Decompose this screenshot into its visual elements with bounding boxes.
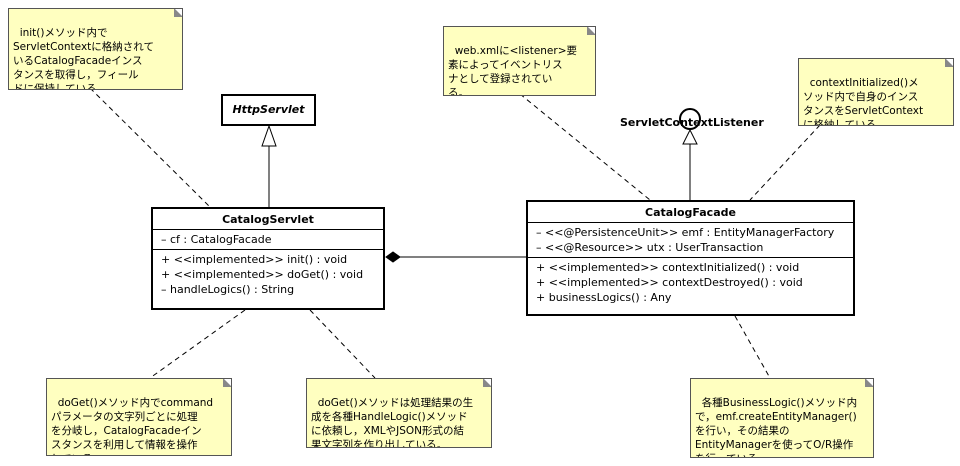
operation-row: + <<implemented>> contextInitialized() :…	[536, 261, 800, 274]
catalog-servlet-attributes: – cf : CatalogFacade	[153, 230, 383, 250]
operation-row: + <<implemented>> init() : void	[161, 253, 348, 266]
anchor-listener-note	[519, 93, 651, 201]
anchor-doget1-note	[149, 309, 246, 379]
note-fold-icon	[865, 379, 873, 387]
note-business: 各種BusinessLogic()メソッド内 で，emf.createEntit…	[690, 378, 874, 458]
anchor-doget2-note	[309, 309, 376, 379]
catalog-facade-attributes: – <<@PersistenceUnit>> emf : EntityManag…	[528, 223, 853, 258]
catalog-facade-name: CatalogFacade	[528, 202, 853, 223]
note-context: contextInitialized()メ ソッド内で自身のインス タンスをSe…	[798, 58, 954, 126]
operation-row: + businessLogics() : Any	[536, 291, 672, 304]
interface-label: ServletContextListener	[620, 116, 764, 129]
catalog-servlet-name: CatalogServlet	[153, 209, 383, 230]
attribute-row: – cf : CatalogFacade	[161, 233, 272, 246]
note-fold-icon	[945, 59, 953, 67]
generalization-arrow	[261, 124, 277, 147]
note-listener: web.xmlに<listener>要 素によってイベントリス ナとして登録され…	[443, 26, 596, 96]
anchor-context-note	[749, 124, 821, 201]
note-init-text: init()メソッド内で ServletContextに格納されて いるCata…	[13, 27, 154, 90]
realization-arrow	[682, 128, 698, 145]
anchor-business-note	[734, 315, 771, 379]
operation-row: + <<implemented>> doGet() : void	[161, 268, 364, 281]
operation-row: – handleLogics() : String	[161, 283, 295, 296]
attribute-row: – <<@PersistenceUnit>> emf : EntityManag…	[536, 226, 835, 239]
interface-lollipop-icon	[679, 108, 701, 130]
note-doget1: doGet()メソッド内でcommand パラメータの文字列ごとに処理 を分岐し…	[46, 378, 232, 456]
note-fold-icon	[587, 27, 595, 35]
note-doget2-text: doGet()メソッドは処理結果の生 成を各種HandleLogic()メソッド…	[311, 397, 474, 448]
attribute-row: – <<@Resource>> utx : UserTransaction	[536, 241, 764, 254]
composition-diamond	[385, 251, 401, 263]
http-servlet-class: HttpServlet	[221, 94, 316, 126]
catalog-servlet-class: CatalogServlet – cf : CatalogFacade + <<…	[151, 207, 385, 310]
note-init: init()メソッド内で ServletContextに格納されて いるCata…	[8, 8, 183, 90]
note-fold-icon	[174, 9, 182, 17]
note-context-text: contextInitialized()メ ソッド内で自身のインス タンスをSe…	[803, 77, 924, 126]
http-servlet-label: HttpServlet	[232, 103, 305, 116]
note-doget2: doGet()メソッドは処理結果の生 成を各種HandleLogic()メソッド…	[306, 378, 492, 448]
catalog-facade-class: CatalogFacade – <<@PersistenceUnit>> emf…	[526, 200, 855, 316]
note-business-text: 各種BusinessLogic()メソッド内 で，emf.createEntit…	[695, 397, 858, 457]
note-listener-text: web.xmlに<listener>要 素によってイベントリス ナとして登録され…	[448, 45, 578, 96]
anchor-init-note	[89, 87, 211, 208]
note-fold-icon	[483, 379, 491, 387]
catalog-servlet-operations: + <<implemented>> init() : void + <<impl…	[153, 250, 383, 299]
note-fold-icon	[223, 379, 231, 387]
operation-row: + <<implemented>> contextDestroyed() : v…	[536, 276, 803, 289]
note-doget1-text: doGet()メソッド内でcommand パラメータの文字列ごとに処理 を分岐し…	[51, 397, 214, 455]
catalog-facade-operations: + <<implemented>> contextInitialized() :…	[528, 258, 853, 307]
